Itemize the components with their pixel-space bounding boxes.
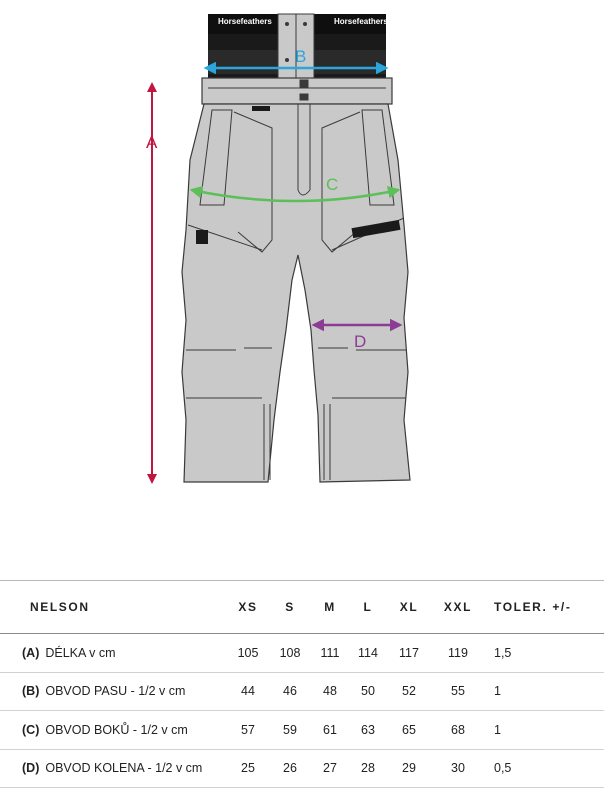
table-row: (A) DÉLKA v cm 105 108 111 114 117 119 1,… xyxy=(0,634,604,673)
cell-value: 111 xyxy=(320,645,340,660)
brand-text-left: Horsefeathers xyxy=(218,17,272,26)
brand-text-right: Horsefeathers xyxy=(334,17,388,26)
cell-tolerance: 1,5 xyxy=(494,645,512,660)
cell-value: 55 xyxy=(451,684,465,699)
row-code: (B) xyxy=(22,684,40,699)
row-parameter: (C) OBVOD BOKŮ - 1/2 v cm xyxy=(0,711,228,750)
row-code: (C) xyxy=(22,722,40,737)
size-header-m: M xyxy=(324,600,336,614)
cell-value: 50 xyxy=(361,684,375,699)
table-header-row: NELSON XS S M L XL XXL TOLER. +/- xyxy=(0,580,604,634)
measure-label-a: A xyxy=(146,133,158,152)
cell-value: 44 xyxy=(241,684,255,699)
table-row: (C)OBVOD BOKŮ - 1/2 v cm 57 59 61 63 65 … xyxy=(0,711,604,750)
cell-value: 30 xyxy=(451,761,465,776)
cell-value: 26 xyxy=(283,761,297,776)
row-label: OBVOD BOKŮ - 1/2 v cm xyxy=(45,722,188,737)
cell-value: 57 xyxy=(241,722,255,737)
product-name-header: NELSON xyxy=(30,600,90,614)
table-row: (D) OBVOD KOLENA - 1/2 v cm 25 26 27 28 2… xyxy=(0,749,604,788)
cell-value: 28 xyxy=(361,761,375,776)
tolerance-header: TOLER. +/- xyxy=(494,600,572,614)
cell-value: 117 xyxy=(399,645,419,660)
size-header-xxl: XXL xyxy=(443,600,473,614)
cell-value: 59 xyxy=(283,722,297,737)
row-label: DÉLKA v cm xyxy=(45,645,116,660)
pants-body xyxy=(181,77,411,483)
size-header-xl: XL xyxy=(399,600,419,614)
measure-line-c xyxy=(189,185,401,203)
cell-tolerance: 0,5 xyxy=(494,761,512,776)
cell-tolerance: 1 xyxy=(494,684,501,699)
row-code: (A) xyxy=(22,645,40,660)
size-header-s: S xyxy=(285,600,295,614)
cell-value: 46 xyxy=(283,684,297,699)
cell-tolerance: 1 xyxy=(494,722,501,737)
cell-value: 61 xyxy=(323,722,337,737)
table-row: (B)OBVOD PASU - 1/2 v cm 44 46 48 50 52 … xyxy=(0,672,604,711)
cell-value: 105 xyxy=(237,645,259,660)
measure-label-d: D xyxy=(354,332,366,351)
cell-value: 48 xyxy=(323,684,337,699)
cell-value: 63 xyxy=(361,722,375,737)
row-parameter: (A) DÉLKA v cm xyxy=(0,634,228,673)
zip-pocket-icon xyxy=(351,219,401,239)
cell-value: 65 xyxy=(402,722,416,737)
measure-label-c: C xyxy=(326,175,338,194)
cell-value: 119 xyxy=(448,645,468,660)
cell-value: 27 xyxy=(323,761,337,776)
cell-value: 52 xyxy=(402,684,416,699)
cell-value: 25 xyxy=(241,761,255,776)
row-code: (D) xyxy=(22,761,40,776)
size-chart-table: NELSON XS S M L XL XXL TOLER. +/- (A) DÉL… xyxy=(0,580,604,788)
pants-measurement-diagram: Horsefeathers Horsefeathers A B xyxy=(146,13,411,484)
row-parameter: (D) OBVOD KOLENA - 1/2 v cm xyxy=(0,749,228,788)
cell-value: 29 xyxy=(402,761,416,776)
cell-value: 68 xyxy=(451,722,465,737)
size-header-l: L xyxy=(363,600,373,614)
row-parameter: (B) OBVOD PASU - 1/2 v cm xyxy=(0,672,228,711)
row-label: OBVOD PASU - 1/2 v cm xyxy=(45,684,186,699)
measure-label-b: B xyxy=(295,47,306,66)
logo-patch-icon xyxy=(196,230,208,244)
size-header-xs: XS xyxy=(238,600,258,614)
cell-value: 108 xyxy=(279,645,301,660)
row-label: OBVOD KOLENA - 1/2 v cm xyxy=(45,761,203,776)
front-label-icon xyxy=(252,106,270,111)
cell-value: 114 xyxy=(358,645,378,660)
